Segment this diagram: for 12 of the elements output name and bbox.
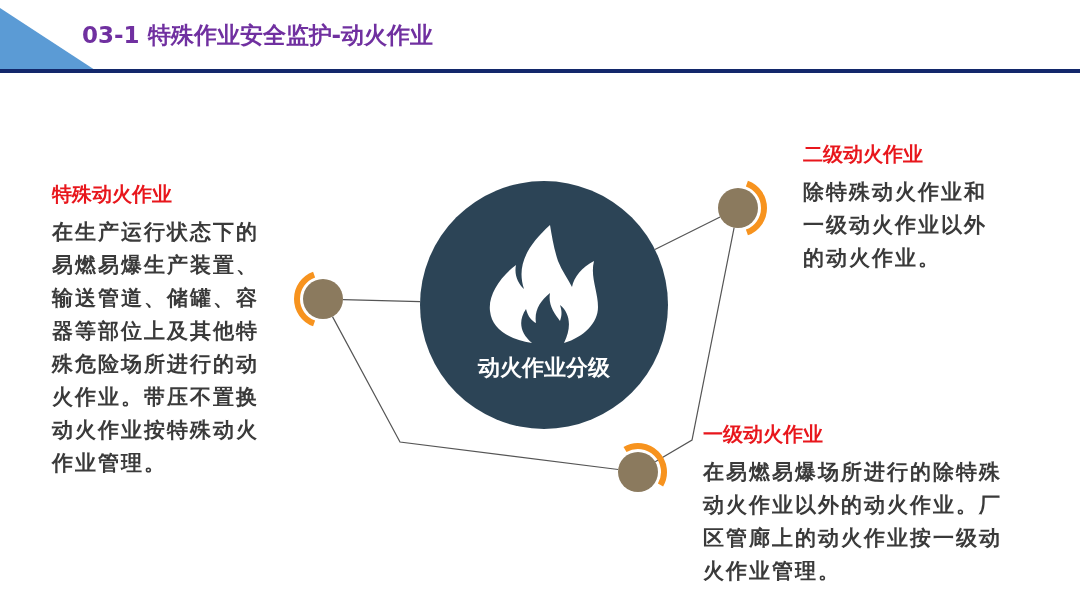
level-heading: 特殊动火作业 xyxy=(52,181,173,208)
level-heading: 一级动火作业 xyxy=(703,421,824,448)
page-title: 03-1 特殊作业安全监护-动火作业 xyxy=(82,21,434,50)
level-description: 在易燃易爆场所进行的除特殊动火作业以外的动火作业。厂区管廊上的动火作业按一级动火作业管理。 xyxy=(703,459,1003,585)
connector-line xyxy=(342,298,421,303)
connector-line xyxy=(654,227,735,463)
connector-line xyxy=(654,216,721,251)
level-description: 在生产运行状态下的易燃易爆生产装置、输送管道、储罐、容器等部位上及其他特殊危险场所进行的动火作业。带压不置换动火作业按特殊动火作业管理。 xyxy=(52,219,260,477)
connector-line xyxy=(331,316,619,471)
level-heading: 二级动火作业 xyxy=(803,141,924,168)
circle-label: 动火作业分级 xyxy=(476,354,611,382)
level-description: 除特殊动火作业和一级动火作业以外的动火作业。 xyxy=(803,179,988,272)
